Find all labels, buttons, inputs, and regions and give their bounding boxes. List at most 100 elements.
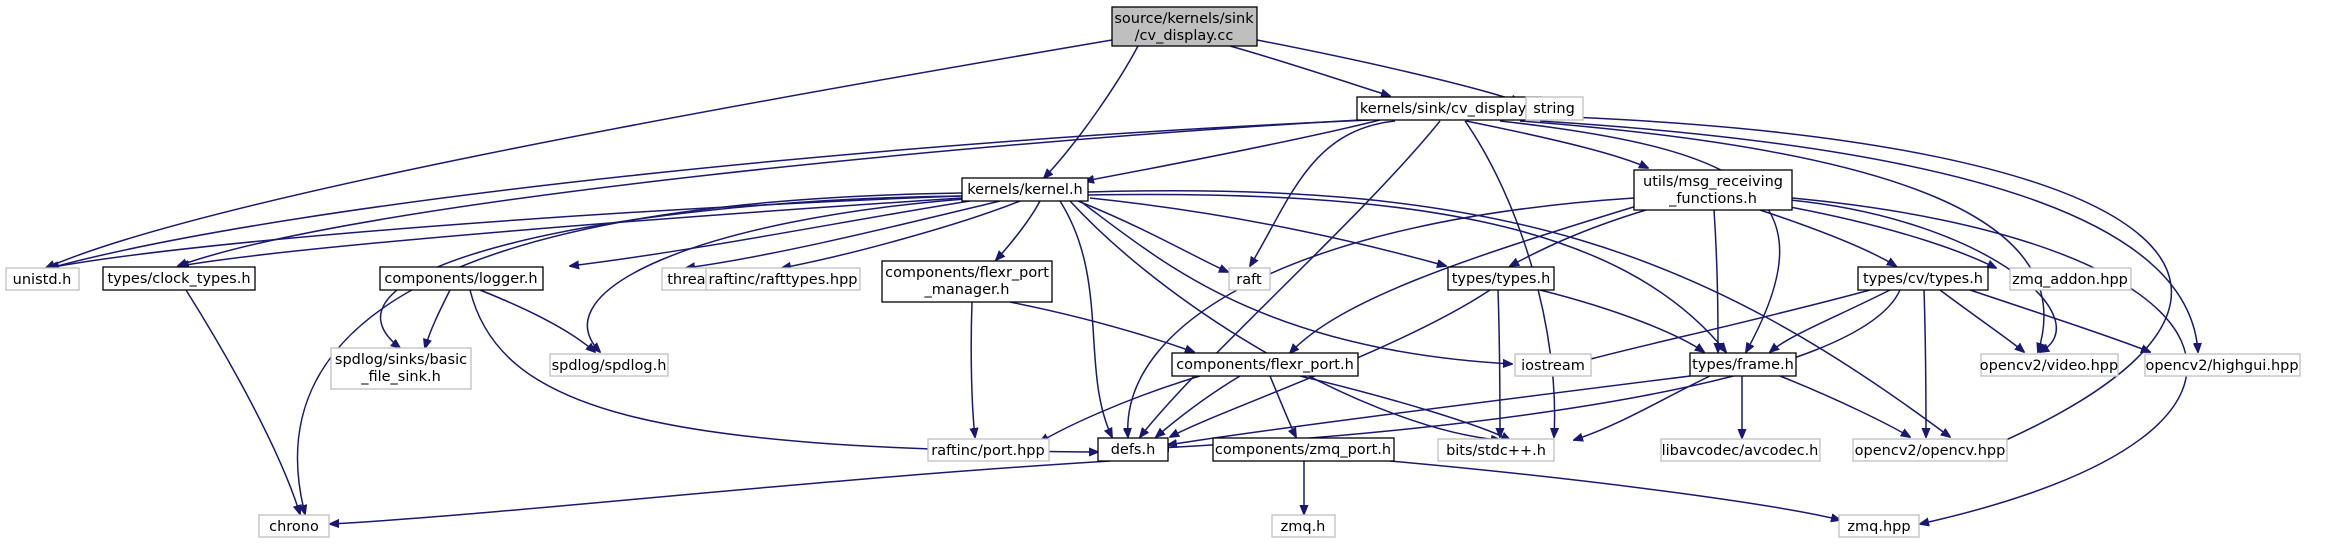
edge-cvh-to-unistd2 xyxy=(50,119,1371,268)
edge-cvh-to-highgui xyxy=(1539,120,2198,352)
node-raftinc-port[interactable]: raftinc/port.hpp xyxy=(927,438,1050,462)
node-chrono[interactable]: chrono xyxy=(258,514,330,538)
node-frame-h[interactable]: types/frame.h xyxy=(1689,352,1797,377)
edge-pm-to-raftport xyxy=(971,301,975,437)
node-label: defs.h xyxy=(1111,442,1156,458)
node-rafttypes[interactable]: raftinc/rafttypes.hpp xyxy=(705,267,861,291)
edge-defs-to-chrono xyxy=(330,460,1111,524)
edge-cvh-to-clock xyxy=(178,119,1361,266)
node-label: _manager.h xyxy=(924,282,1010,298)
node-label: types/frame.h xyxy=(1692,357,1794,373)
node-video-hpp[interactable]: opencv2/video.hpp xyxy=(1980,353,2119,377)
edge-logger-to-defs xyxy=(469,289,1098,452)
node-label: opencv2/video.hpp xyxy=(1980,358,2118,374)
node-clock-types[interactable]: types/clock_types.h xyxy=(102,266,256,291)
edge-kernel-to-portmanager xyxy=(996,200,1041,260)
edge-types-to-stdcpp xyxy=(1498,289,1500,437)
node-msg-receiving-functions[interactable]: utils/msg_receiving _functions.h xyxy=(1633,169,1793,211)
node-raft[interactable]: raft xyxy=(1228,267,1271,291)
node-label: raftinc/port.hpp xyxy=(931,443,1044,459)
edge-kernel-to-frame xyxy=(1087,193,1726,352)
node-label: source/kernels/sink xyxy=(1114,11,1254,27)
node-zmq-port[interactable]: components/zmq_port.h xyxy=(1212,437,1395,462)
node-flexr-port-manager[interactable]: components/flexr_port _manager.h xyxy=(881,260,1053,303)
edge-cvtypes-to-opencv xyxy=(1924,289,1926,437)
node-unistd[interactable]: unistd.h xyxy=(5,267,80,291)
node-avcodec[interactable]: libavcodec/avcodec.h xyxy=(1660,438,1821,462)
edge-msg-to-flexrport xyxy=(1290,204,1641,353)
edge-cvtypes-to-video xyxy=(1939,289,2024,352)
node-kernel-h[interactable]: kernels/kernel.h xyxy=(961,177,1089,202)
node-label: types/cv/types.h xyxy=(1863,271,1983,287)
edge-cvh-to-video xyxy=(1519,120,2044,352)
edge-cvtypes-to-highgui xyxy=(1969,289,2150,352)
node-opencv-hpp[interactable]: opencv2/opencv.hpp xyxy=(1852,438,2008,462)
node-string[interactable]: string xyxy=(1525,96,1584,121)
edge-fp-to-raftport xyxy=(1040,375,1201,442)
edge-kernel-to-unistd xyxy=(48,195,961,268)
node-flexr-port[interactable]: components/flexr_port.h xyxy=(1171,352,1359,377)
node-label: _functions.h xyxy=(1668,191,1757,207)
edge-clock-to-chrono xyxy=(185,289,300,514)
edge-zmqport-to-zmqhpp xyxy=(1389,460,1840,520)
node-defs-h[interactable]: defs.h xyxy=(1097,437,1169,462)
node-label: zmq.h xyxy=(1281,519,1326,535)
edge-kernel-to-thread xyxy=(686,200,1001,268)
node-types-h[interactable]: types/types.h xyxy=(1447,266,1555,291)
node-iostream[interactable]: iostream xyxy=(1514,353,1592,377)
node-stdcpp[interactable]: bits/stdc++.h xyxy=(1437,438,1555,462)
node-label: components/flexr_port xyxy=(885,265,1049,281)
node-cv-display-cc[interactable]: source/kernels/sink /cv_display.cc xyxy=(1111,6,1258,47)
node-label: raftinc/rafttypes.hpp xyxy=(709,272,858,288)
edge-msg-to-zmqhpp xyxy=(1791,197,2188,524)
edge-fp-to-zmqport xyxy=(1269,375,1296,437)
edge-fp-to-defs xyxy=(1156,375,1241,437)
edge-kernel-to-iostream xyxy=(1079,200,1512,364)
edges xyxy=(46,39,2198,524)
node-label: bits/stdc++.h xyxy=(1446,443,1546,459)
edge-kernel-to-stdcpp xyxy=(1069,200,1500,440)
node-label: components/zmq_port.h xyxy=(1215,442,1391,458)
node-label: _file_sink.h xyxy=(360,369,441,385)
node-label: /cv_display.cc xyxy=(1135,28,1234,44)
edge-pm-to-flexrport xyxy=(1009,301,1194,352)
node-label: opencv2/opencv.hpp xyxy=(1855,443,2006,459)
edge-kernel-to-clock xyxy=(180,197,963,266)
node-label: string xyxy=(1533,101,1575,117)
node-label: zmq.hpp xyxy=(1847,519,1910,535)
node-label: kernels/sink/cv_display.h xyxy=(1360,101,1538,117)
edge-kernel-to-raft xyxy=(1077,200,1228,272)
edge-types-to-frame xyxy=(1539,289,1704,352)
node-label: types/clock_types.h xyxy=(107,271,250,287)
edge-cvh-to-opencv xyxy=(1544,115,2173,448)
edge-kernel-to-basicsink xyxy=(379,195,963,348)
node-label: thread xyxy=(667,272,715,288)
edge-msg-to-cvtypes xyxy=(1759,209,1896,266)
node-spdlog[interactable]: spdlog/spdlog.h xyxy=(549,353,669,377)
node-cv-display-h[interactable]: kernels/sink/cv_display.h xyxy=(1356,96,1543,121)
node-label: iostream xyxy=(1521,358,1585,374)
edge-cc-to-string xyxy=(1256,39,1520,102)
node-zmq-addon[interactable]: zmq_addon.hpp xyxy=(2009,267,2132,291)
nodes: source/kernels/sink /cv_display.cc kerne… xyxy=(5,6,2301,538)
edge-kernel-to-types xyxy=(1089,197,1446,266)
node-zmq-h[interactable]: zmq.h xyxy=(1271,514,1336,538)
edge-msg-to-frame xyxy=(1713,209,1718,352)
node-logger[interactable]: components/logger.h xyxy=(379,266,544,291)
edge-kernel-to-spdlog xyxy=(586,198,966,352)
edge-cc-to-kernel xyxy=(1044,45,1139,178)
node-cv-types-h[interactable]: types/cv/types.h xyxy=(1857,266,1989,291)
node-label: types/types.h xyxy=(1452,271,1551,287)
node-highgui-hpp[interactable]: opencv2/highgui.hpp xyxy=(2144,353,2301,377)
node-label: raft xyxy=(1236,272,1262,288)
edge-kernel-to-opencv xyxy=(1087,189,1950,437)
edge-kernel-to-rafttypes xyxy=(782,200,1021,268)
node-label: libavcodec/avcodec.h xyxy=(1662,443,1819,459)
node-basic-file-sink[interactable]: spdlog/sinks/basic _file_sink.h xyxy=(330,347,472,390)
edge-frame-to-opencv xyxy=(1779,375,1910,437)
edge-cvh-to-msg xyxy=(1465,120,1648,168)
edge-cvtypes-to-frame xyxy=(1770,289,1891,352)
edge-cvtypes-to-iostream xyxy=(1580,289,1871,362)
node-zmq-hpp[interactable]: zmq.hpp xyxy=(1838,514,1920,538)
